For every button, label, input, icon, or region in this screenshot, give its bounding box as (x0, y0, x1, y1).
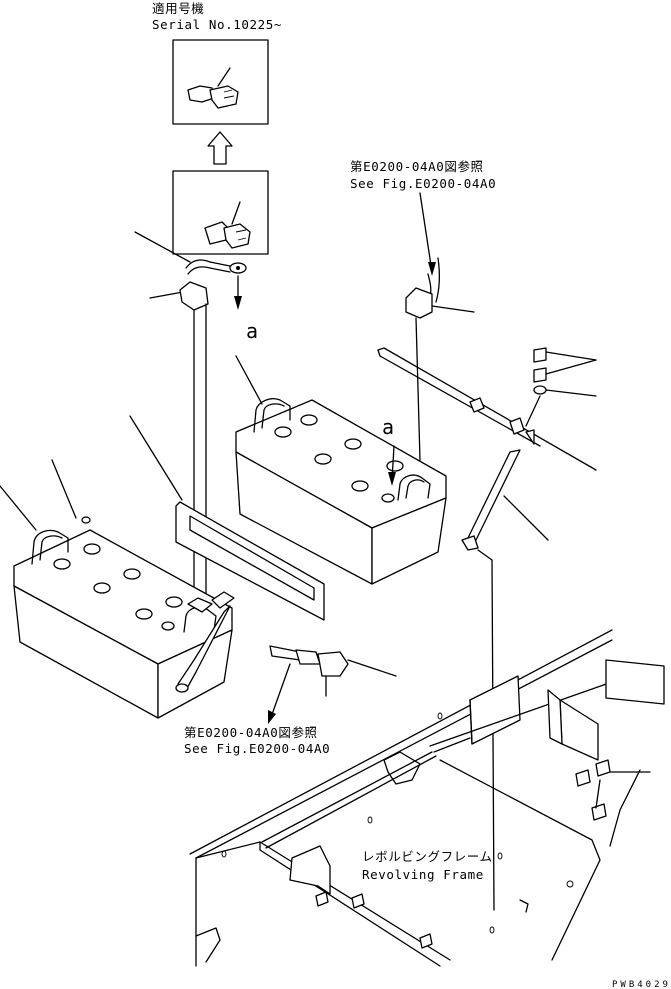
ref-top-en: See Fig.E0200-04A0 (350, 176, 496, 191)
positive-cable-right (405, 257, 475, 461)
mark-a-top: a (246, 319, 258, 343)
battery-hold-down-bar (377, 347, 597, 471)
drawing-code: PWB4029 (612, 980, 671, 989)
ref-top-jp: 第E0200-04A0図参照 (350, 159, 484, 174)
applicable-machine-label-jp: 適用号機 (152, 1, 204, 16)
battery-spacer-plate (129, 415, 325, 621)
frame-label-jp: レボルビングフレーム (362, 849, 493, 864)
battery-right (235, 355, 447, 585)
serial-number-label: Serial No.10225~ (152, 17, 282, 32)
battery-cable-bottom (268, 645, 397, 724)
ref-bottom-en: See Fig.E0200-04A0 (184, 741, 330, 756)
ground-cable-left (134, 231, 247, 605)
revolving-frame (189, 629, 665, 967)
frame-label-en: Revolving Frame (362, 867, 484, 882)
ref-top-leader (419, 192, 433, 273)
upgrade-arrow (207, 131, 233, 165)
hook-bolt (461, 449, 549, 911)
mark-a-right: a (382, 415, 394, 439)
detail-box-old-terminal (172, 170, 269, 255)
detail-box-new-terminal (172, 39, 269, 125)
battery-left (0, 459, 235, 719)
ref-bottom-jp: 第E0200-04A0図参照 (184, 725, 318, 740)
